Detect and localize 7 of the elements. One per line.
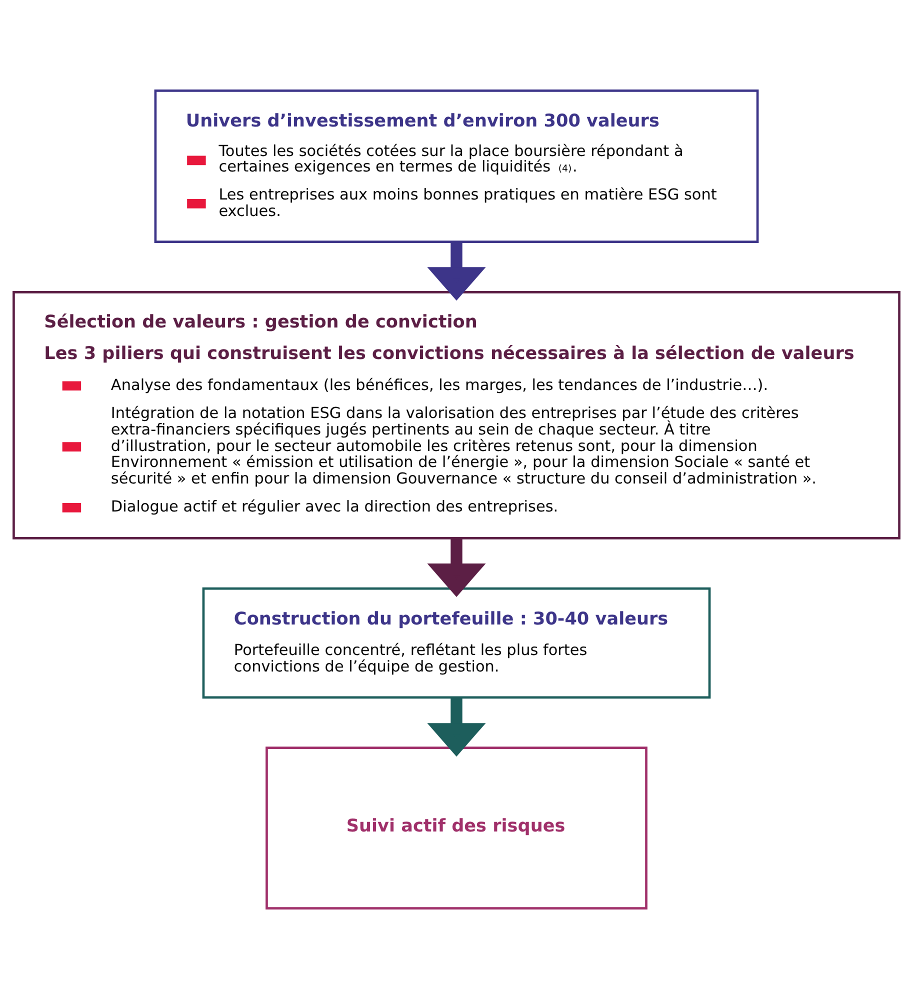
arrow (426, 538, 486, 596)
node-box: Sélection de valeurs : gestion de conviction Les 3 piliers qui construisent les convictions nécessaires à la sélection de valeurs Analyse des fondamentaux (les bénéfices, les marges, les tendances de l’industrie…). Intégration de la notation ESG dans la valorisation des entreprises par l’étude des critères extra-financiers spécifiques jugés pertinents au sein de chaque secteur. À titre d’illustration, pour le secteur automobile les critères retenus sont, pour la dimension Environnement « émission et utilisation de l’énergie », pour la dimension Sociale « santé et sécurité » et enfin pour la dimension Gouvernance « structure du conseil d’administration ». Dialogue actif et régulier avec la direction des entreprises. (12, 290, 900, 539)
arrow (426, 242, 486, 300)
node-box: Univers d’investissement d’environ 300 valeurs Toutes les sociétés cotées sur la place boursière répondant à certaines exigences en termes de liquidités(4). Les entreprises aux moins bonnes pratiques en matière ESG sont exclues. (154, 89, 758, 242)
node-box: Construction du portefeuille : 30-40 valeurs Portefeuille concentré, reflétant les plus fortes convictions de l’équipe de gestion. (202, 586, 710, 698)
node-box: Suivi actif des risques (265, 746, 647, 909)
arrow (426, 697, 486, 756)
